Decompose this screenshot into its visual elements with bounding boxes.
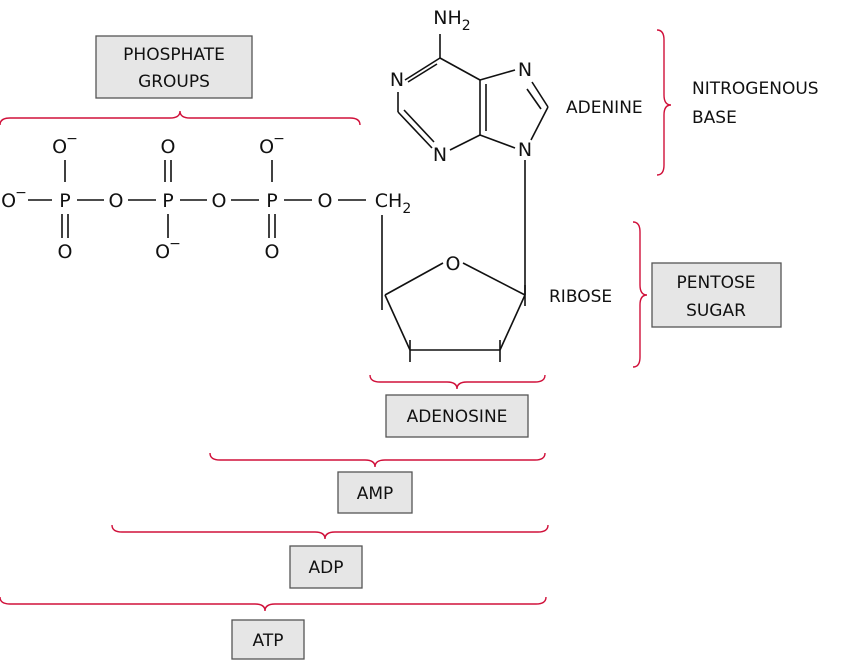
ester-oxygen: O [318,190,333,212]
bond [407,63,438,83]
pentose-sugar-label-2: SUGAR [686,301,746,321]
amp-label: AMP [357,484,394,504]
oxygen-anion: O− [259,131,285,158]
phosphate-groups-label-1: PHOSPHATE [123,45,225,65]
adenosine-label: ADENOSINE [407,407,508,427]
phosphorus-atom: P [266,190,277,212]
pentose-sugar-box: PENTOSE SUGAR [651,262,782,328]
bond [384,262,444,296]
chemical-bonds [28,34,549,362]
n9: N [518,139,532,161]
phosphate-groups-brace [0,110,361,126]
bond [397,111,433,149]
bond [530,106,549,141]
bridging-oxygen: O [212,190,227,212]
amino-group: NH2 [433,7,470,34]
brackets [0,29,672,612]
n3: N [433,144,447,166]
adp-label: ADP [309,558,344,578]
n7: N [518,59,532,81]
n1: N [390,69,404,91]
amp-box: AMP [337,471,413,514]
adenosine-box: ADENOSINE [385,394,529,438]
atp-brace [0,596,547,612]
amp-brace [209,452,546,468]
phosphate-groups-box: PHOSPHATE GROUPS [95,35,253,99]
adp-brace [111,524,549,540]
oxygen-anion: O− [52,131,78,158]
pentose-sugar-brace [632,221,648,368]
bond [526,88,542,110]
phosphorus-atom: P [162,190,173,212]
bond [449,134,481,151]
oxygen-anion: O− [155,236,181,263]
nitrogenous-base-label-2: BASE [692,108,737,128]
nitrogenous-base-brace [656,29,672,176]
ring-oxygen: O [446,253,461,275]
bond [479,134,516,149]
atp-box: ATP [231,619,305,660]
adenosine-brace [369,374,546,390]
bond [403,109,435,143]
double-bond-oxygen: O [58,241,73,263]
ch2-group: CH2 [375,190,411,217]
bond [531,81,549,108]
pentose-sugar-label-1: PENTOSE [676,273,755,293]
phosphate-groups-label-2: GROUPS [138,72,210,92]
bond [439,57,481,81]
double-bond-oxygen: O [161,136,176,158]
bond [404,57,441,81]
atp-label: ATP [253,631,284,651]
adp-box: ADP [289,545,363,589]
bond [462,262,526,296]
adenine-label: ADENINE [566,98,643,118]
bond [499,294,526,351]
double-bond-oxygen: O [265,241,280,263]
bridging-oxygen: O [109,190,124,212]
bond [479,69,516,81]
oxygen-anion: O− [1,185,27,212]
phosphorus-atom: P [59,190,70,212]
nitrogenous-base-label-1: NITROGENOUS [692,79,819,99]
ribose-label: RIBOSE [549,287,612,307]
bond [384,294,411,351]
